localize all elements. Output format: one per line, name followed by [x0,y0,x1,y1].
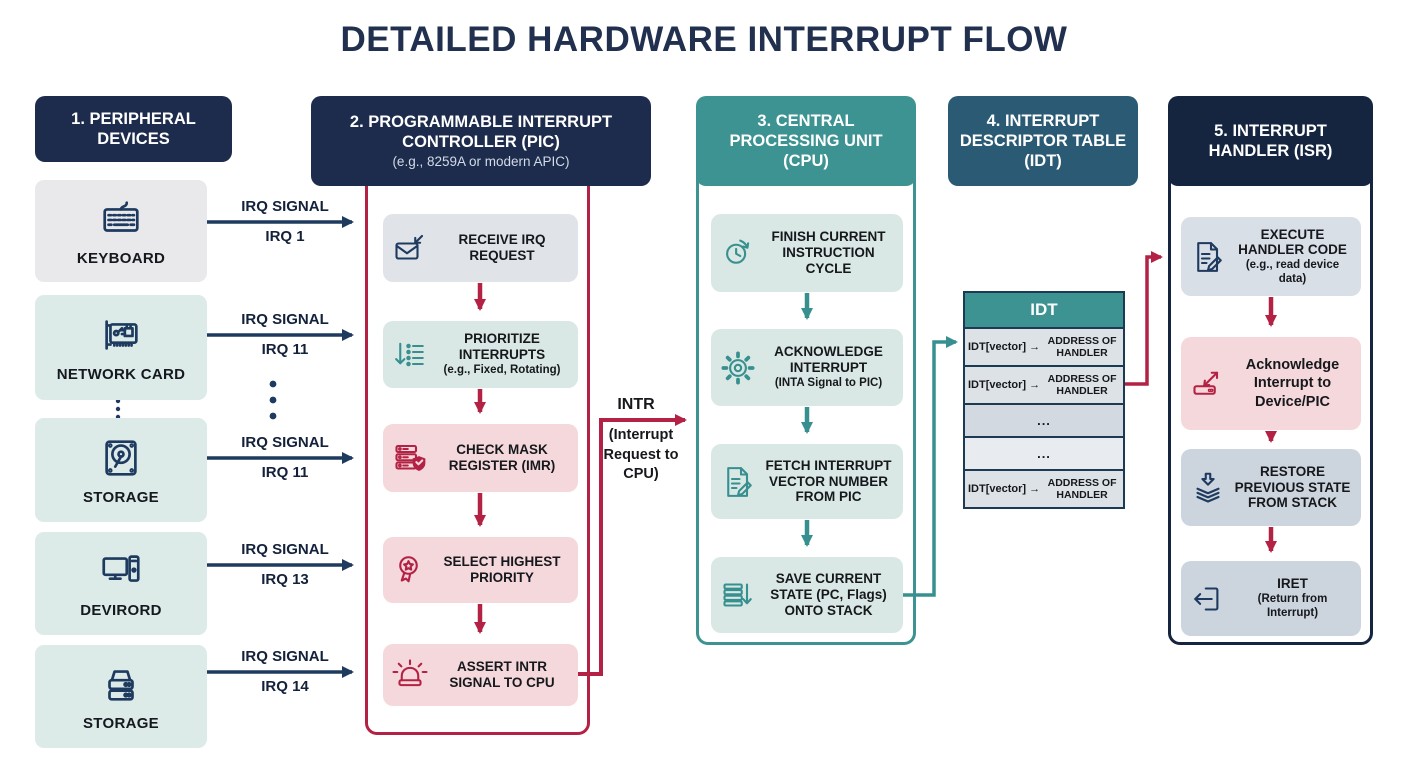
medal-icon [392,552,428,588]
irq-number-label: IRQ 11 [261,464,309,481]
pic-step-check-mask: CHECK MASK REGISTER (IMR) [383,424,578,492]
intr-sublabel: (Interrupt Request to CPU) [603,427,679,483]
device-desktop: DEVIRORD [35,532,207,635]
irq-signal-label: IRQ SIGNAL [241,434,329,451]
idt-row: IDT[vector] → ADDRESS OF HANDLER [965,471,1123,507]
document-pencil-icon [1190,239,1226,275]
device-network-card: NETWORK CARD [35,295,207,400]
device-ack-icon [1190,366,1226,402]
gear-icon [720,350,756,386]
clock-icon [720,235,756,271]
idt-table: IDT IDT[vector] → ADDRESS OF HANDLER IDT… [963,291,1125,509]
stack-pop-icon [1190,470,1226,506]
pic-header: 2. PROGRAMMABLE INTERRUPT CONTROLLER (PI… [311,96,651,186]
irq-number-label: IRQ 1 [265,228,305,245]
pic-step-receive-irq: RECEIVE IRQ REQUEST [383,214,578,282]
idt-table-title: IDT [965,293,1123,329]
device-storage-hdd: STORAGE [35,418,207,522]
irq-signal-label: IRQ SIGNAL [241,198,329,215]
irq-number-label: IRQ 14 [261,678,309,695]
idt-header: 4. INTERRUPT DESCRIPTOR TABLE (IDT) [948,96,1138,186]
isr-step-acknowledge: Acknowledge Interrupt to Device/PIC [1181,337,1361,430]
intr-label: INTR [617,396,655,413]
register-shield-icon [392,440,428,476]
pic-step-select-priority: SELECT HIGHEST PRIORITY [383,537,578,603]
idt-row-ellipsis: ... [965,405,1123,438]
irq-number-label: IRQ 11 [261,341,309,358]
page-title: DETAILED HARDWARE INTERRUPT FLOW [340,20,1068,59]
isr-step-restore-state: RESTORE PREVIOUS STATE FROM STACK [1181,449,1361,526]
hard-disk-icon [98,435,144,486]
device-storage-array: STORAGE [35,645,207,748]
cpu-step-save-state: SAVE CURRENT STATE (PC, Flags) ONTO STAC… [711,557,903,633]
document-pencil-icon [720,464,756,500]
desktop-computer-icon [98,548,144,599]
irq-signal-label: IRQ SIGNAL [241,541,329,558]
cpu-step-finish-instruction: FINISH CURRENT INSTRUCTION CYCLE [711,214,903,292]
keyboard-icon [98,196,144,247]
inbox-envelope-icon [392,230,428,266]
stack-push-icon [720,577,756,613]
irq-number-label: IRQ 13 [261,571,309,588]
idt-row: IDT[vector] → ADDRESS OF HANDLER [965,329,1123,367]
network-card-icon [98,312,144,363]
irq-signal-label: IRQ SIGNAL [241,648,329,665]
cpu-step-fetch-vector: FETCH INTERRUPT VECTOR NUMBER FROM PIC [711,444,903,519]
return-icon [1190,581,1226,617]
sorted-list-icon [392,337,428,373]
irq-signal-label: IRQ SIGNAL [241,311,329,328]
siren-icon [392,657,428,693]
pic-step-assert-intr: ASSERT INTR SIGNAL TO CPU [383,644,578,706]
cpu-step-acknowledge: ACKNOWLEDGE INTERRUPT (INTA Signal to PI… [711,329,903,406]
cpu-header: 3. CENTRAL PROCESSING UNIT (CPU) [696,96,916,186]
isr-step-execute-handler: EXECUTE HANDLER CODE (e.g., read device … [1181,217,1361,296]
disk-array-icon [98,661,144,712]
isr-header: 5. INTERRUPT HANDLER (ISR) [1168,96,1373,186]
peripherals-header: 1. PERIPHERAL DEVICES [35,96,232,162]
device-keyboard: KEYBOARD [35,180,207,282]
idt-row: IDT[vector] → ADDRESS OF HANDLER [965,367,1123,405]
idt-row-ellipsis: ... [965,438,1123,471]
pic-step-prioritize: PRIORITIZE INTERRUPTS (e.g., Fixed, Rota… [383,321,578,388]
isr-step-iret: IRET (Return from Interrupt) [1181,561,1361,636]
